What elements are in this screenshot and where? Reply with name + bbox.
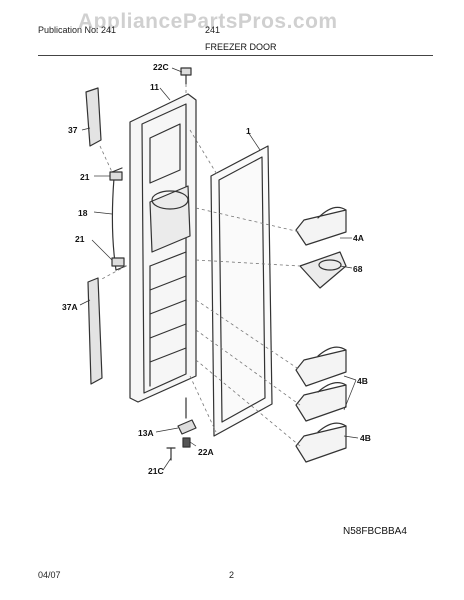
bin-4b-top bbox=[295, 346, 347, 387]
callout-68: 68 bbox=[353, 264, 363, 274]
callout-18: 18 bbox=[78, 208, 88, 218]
screw-22a bbox=[182, 437, 191, 448]
callout-22c: 22C bbox=[153, 62, 169, 72]
header-center-label: 241 bbox=[205, 25, 221, 35]
page-title: FREEZER DOOR bbox=[205, 42, 277, 52]
alignment-lines bbox=[99, 84, 301, 447]
callout-37a: 37A bbox=[62, 302, 78, 312]
bin-4a bbox=[295, 206, 347, 246]
door-panel-11 bbox=[129, 93, 197, 403]
bin-4b-middle bbox=[295, 382, 347, 422]
cup-68 bbox=[299, 251, 347, 289]
model-code: N58FBCBBA4 bbox=[343, 526, 407, 537]
trim-37 bbox=[85, 87, 102, 147]
callout-1: 1 bbox=[246, 126, 251, 136]
callout-21c: 21C bbox=[148, 466, 164, 476]
publication-label: Publication No: 241 bbox=[38, 25, 117, 35]
callout-4a: 4A bbox=[353, 233, 364, 243]
callout-4b-bottom: 4B bbox=[360, 433, 371, 443]
callout-21-top: 21 bbox=[80, 172, 90, 182]
callout-22a: 22A bbox=[198, 447, 214, 457]
footer-page-number: 2 bbox=[229, 570, 235, 580]
bin-4b-bottom bbox=[295, 422, 347, 463]
screw-22c bbox=[180, 67, 192, 85]
leader-lines bbox=[79, 67, 359, 471]
trim-37a bbox=[87, 277, 103, 385]
handle-18 bbox=[109, 167, 127, 271]
callout-4b-top: 4B bbox=[357, 376, 368, 386]
callout-11: 11 bbox=[150, 82, 159, 92]
callout-13a: 13A bbox=[138, 428, 154, 438]
header-rule bbox=[38, 55, 433, 56]
door-gasket-1 bbox=[210, 145, 273, 437]
watermark: AppliancePartsPros.com bbox=[78, 10, 338, 33]
hinge-13a bbox=[177, 397, 197, 435]
callout-21-bottom: 21 bbox=[75, 234, 85, 244]
footer-date: 04/07 bbox=[38, 570, 61, 580]
callout-37: 37 bbox=[68, 125, 78, 135]
